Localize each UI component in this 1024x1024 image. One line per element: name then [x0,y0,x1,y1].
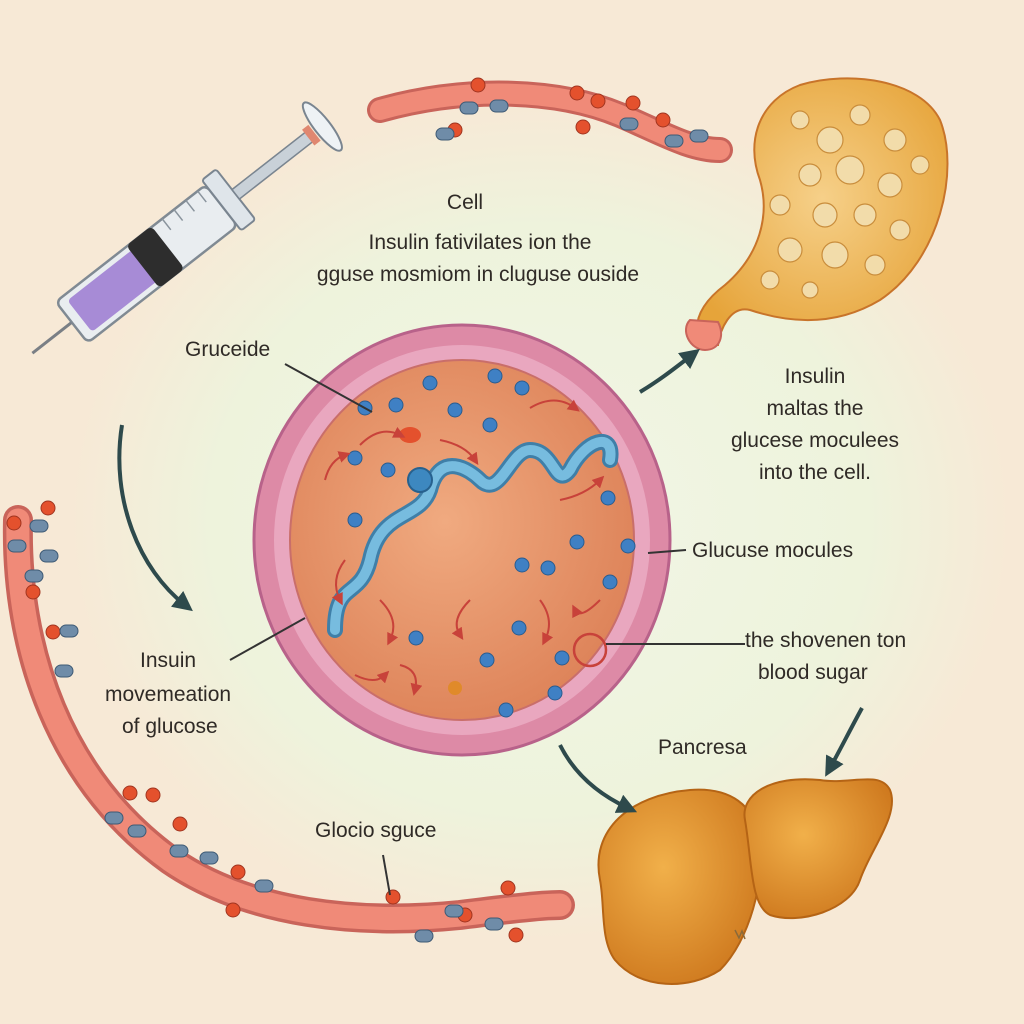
label-gruceide: Gruceide [185,338,271,361]
subtitle-line-1: Insulin fativilates ion the [368,231,592,254]
label-insuin-line-1: Insuin [140,649,197,672]
right-label-line-1: Insulin [784,365,846,388]
right-label-line-2: maltas the [766,397,864,420]
flow-arrows [117,348,864,813]
leader-lines [229,363,745,896]
right-label-line-3: glucese moculees [730,429,900,452]
cell-icon [252,323,672,757]
syringe-icon [31,101,343,355]
label-pancresa: Pancresa [658,736,747,759]
subtitle-line-2: gguse mosmiom in cluguse ouside [316,263,640,286]
vessel-molecules-bottom [6,500,524,943]
label-shovenen-line-1: the shovenen ton [745,629,907,652]
label-glucuse-mocules: Glucuse mocules [692,539,854,562]
blood-vessel-top [367,80,733,163]
liver-organ-icon [597,778,893,985]
vessel-molecules-top [435,77,709,148]
cell-title: Cell [446,191,484,214]
right-label-line-4: into the cell. [758,461,872,484]
label-insuin-line-3: of glucose [122,715,218,738]
blood-vessel-left [2,505,575,934]
label-shovenen-line-2: blood sugar [758,661,868,684]
label-glocio-sguce: Glocio sguce [315,819,437,842]
pancreas-organ-icon [685,77,949,352]
label-insuin-line-2: movemeation [105,683,232,706]
